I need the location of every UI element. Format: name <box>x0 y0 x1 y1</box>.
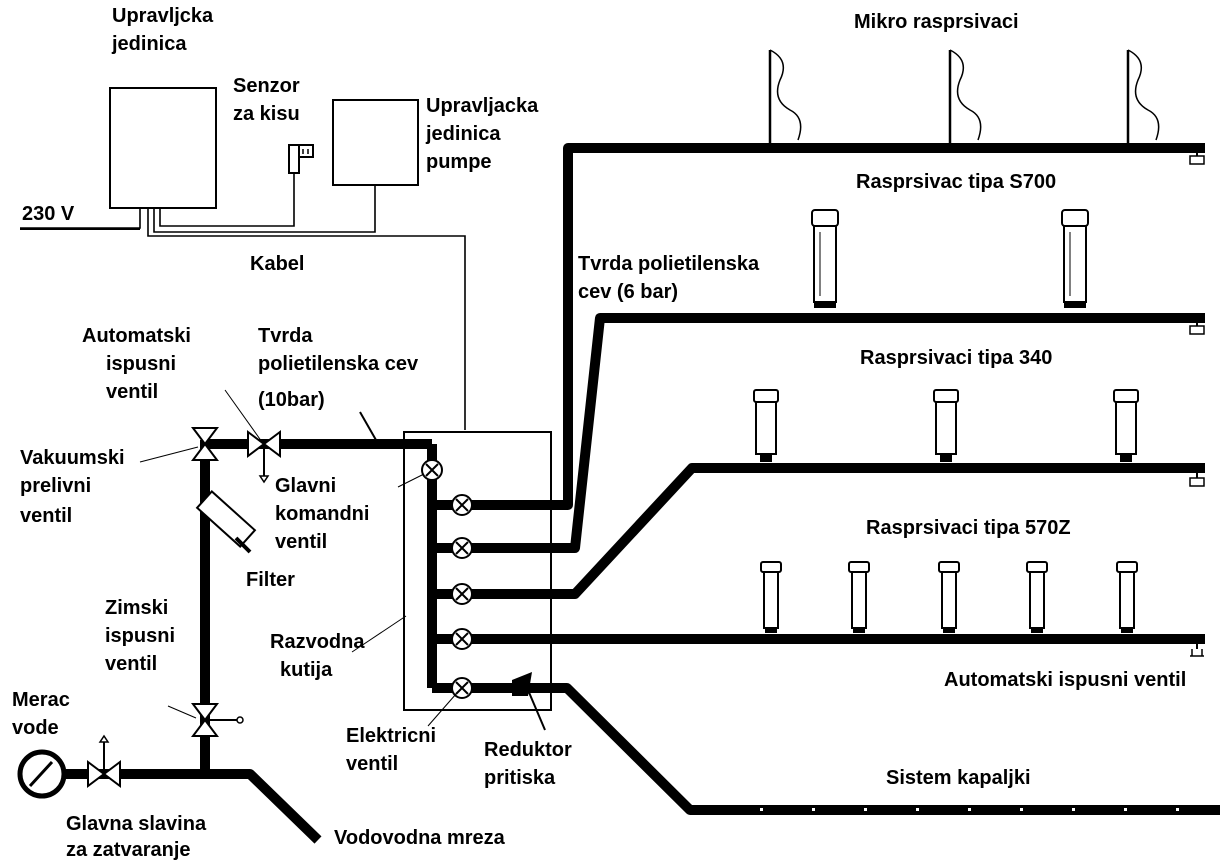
rain-sensor-label: Senzor za kisu <box>233 75 305 125</box>
type-570z-sprinklers <box>760 561 1138 633</box>
vacuum-valve-icon <box>139 427 219 463</box>
vacuum-valve-label: Vakuumski prelivni ventil <box>20 447 130 527</box>
control-wires <box>20 173 466 430</box>
water-meter-icon <box>17 749 67 799</box>
type-340-sprinkler-icon <box>753 389 779 462</box>
s700-sprinkler-icon <box>1061 209 1089 308</box>
micro-sprinkler-icon <box>948 49 982 148</box>
micro-sprinklers <box>768 49 1160 148</box>
type-340-sprinklers <box>753 389 1139 462</box>
winter-drain-label: Zimski ispusni ventil <box>105 597 181 675</box>
electric-valve-label: Elektricni ventil <box>346 725 442 775</box>
micro-sprinkler-icon <box>1126 49 1160 148</box>
s700-label: Rasprsivac tipa S700 <box>856 171 1056 193</box>
pipe-end-drains <box>1189 152 1205 657</box>
main-tap-valve-icon <box>87 734 121 788</box>
water-meter-label: Merac vode <box>12 689 75 739</box>
auto-drain-right-label: Automatski ispusni ventil <box>944 669 1186 691</box>
s700-sprinkler-icon <box>811 209 839 308</box>
pe-pipe-pointer <box>359 411 377 441</box>
micro-sprinklers-label: Mikro rasprsivaci <box>854 11 1019 33</box>
type-570z-sprinkler-icon <box>938 561 960 633</box>
auto-drain-valve-icon <box>224 389 281 484</box>
type-340-sprinkler-icon <box>1113 389 1139 462</box>
type-570z-sprinkler-icon <box>1116 561 1138 633</box>
main-command-valve-icon <box>397 459 443 488</box>
pressure-reducer-label: Reduktor pritiska <box>484 739 577 789</box>
pump-control-label: Upravljacka jedinica pumpe <box>425 95 544 173</box>
pressure-reducer-icon <box>512 672 546 731</box>
pump-control-box <box>332 99 419 186</box>
distribution-box-label: Razvodna kutija <box>270 631 370 681</box>
type-570z-sprinkler-icon <box>1026 561 1048 633</box>
type-570z-sprinkler-icon <box>848 561 870 633</box>
main-tap-label: Glavna slavina za zatvaranje <box>66 813 212 861</box>
water-network-label: Vodovodna mreza <box>334 827 506 849</box>
filter-icon <box>195 490 257 554</box>
main-command-valve-label: Glavni komandni ventil <box>275 475 375 553</box>
pe-pipe-6bar-label: Tvrda polietilenska cev (6 bar) <box>578 253 765 303</box>
winter-drain-valve-icon <box>167 703 244 737</box>
micro-sprinkler-icon <box>768 49 802 148</box>
type-340-label: Rasprsivaci tipa 340 <box>860 347 1052 369</box>
s700-sprinklers <box>811 209 1089 308</box>
control-unit-box <box>109 87 217 209</box>
rain-sensor-icon <box>288 144 314 174</box>
pe-pipe-10bar-label: Tvrda polietilenska cev (10bar) <box>258 325 424 411</box>
voltage-label: 230 V <box>22 203 75 225</box>
cable-label: Kabel <box>250 253 304 275</box>
type-570z-sprinkler-icon <box>760 561 782 633</box>
type-570z-label: Rasprsivaci tipa 570Z <box>866 517 1071 539</box>
distribution-box-pointer <box>351 615 407 653</box>
filter-label: Filter <box>246 569 295 591</box>
drip-emitters <box>760 808 1179 811</box>
control-unit-label: Upravljcka jedinica <box>111 5 219 55</box>
supply-pipes <box>20 143 1220 844</box>
electric-valves <box>427 494 473 727</box>
type-340-sprinkler-icon <box>933 389 959 462</box>
auto-drain-valve-label: Automatski ispusni ventil <box>82 325 196 403</box>
drip-system-label: Sistem kapaljki <box>886 767 1031 789</box>
